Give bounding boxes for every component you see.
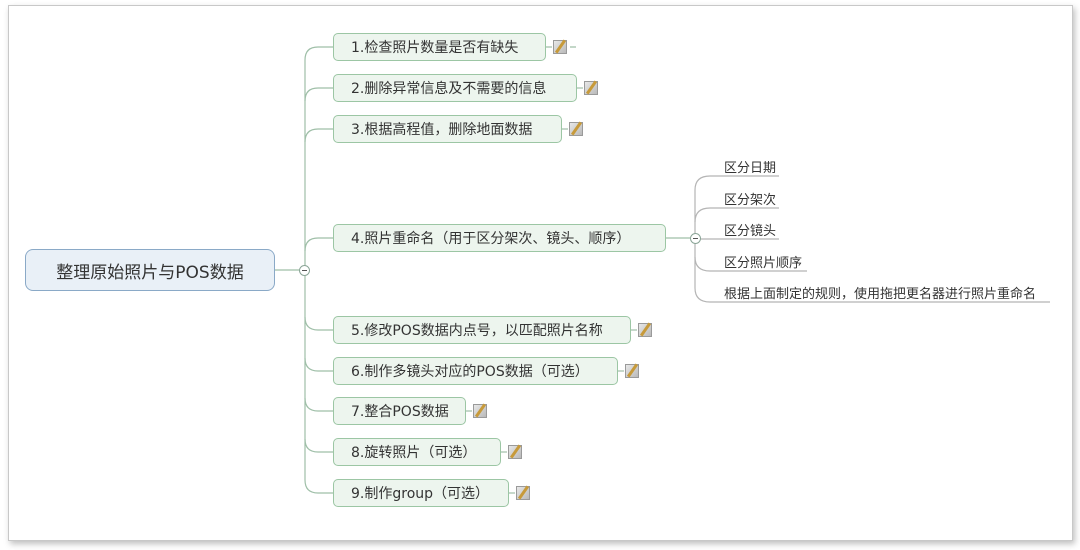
branch-label: 9.制作group（可选） <box>351 486 490 502</box>
branch-topic-1[interactable]: 1.检查照片数量是否有缺失 <box>333 33 546 61</box>
collapse-toggle-icon[interactable] <box>299 265 310 276</box>
note-icon[interactable] <box>625 364 639 378</box>
sub-topic-3[interactable]: 区分镜头 <box>724 224 777 239</box>
note-icon[interactable] <box>508 445 522 459</box>
branch-label: 4.照片重命名（用于区分架次、镜头、顺序） <box>351 231 631 247</box>
branch-label: 8.旋转照片（可选） <box>351 445 477 461</box>
branch-topic-2[interactable]: 2.删除异常信息及不需要的信息 <box>333 74 577 102</box>
sub-topic-5[interactable]: 根据上面制定的规则，使用拖把更名器进行照片重命名 <box>724 287 1037 302</box>
branch-topic-5[interactable]: 5.修改POS数据内点号，以匹配照片名称 <box>333 316 631 344</box>
branch-label: 2.删除异常信息及不需要的信息 <box>351 81 547 97</box>
note-icon[interactable] <box>516 486 530 500</box>
collapse-toggle-icon[interactable] <box>690 233 701 244</box>
branch-label: 1.检查照片数量是否有缺失 <box>351 40 519 56</box>
note-icon[interactable] <box>473 404 487 418</box>
branch-topic-9[interactable]: 9.制作group（可选） <box>333 479 509 507</box>
root-topic-label: 整理原始照片与POS数据 <box>56 262 244 283</box>
sub-topic-2[interactable]: 区分架次 <box>724 193 777 208</box>
note-icon[interactable] <box>569 122 583 136</box>
note-icon[interactable] <box>638 323 652 337</box>
branch-topic-7[interactable]: 7.整合POS数据 <box>333 397 466 425</box>
sub-topic-4[interactable]: 区分照片顺序 <box>724 256 803 271</box>
note-icon[interactable] <box>553 40 567 54</box>
branch-topic-3[interactable]: 3.根据高程值，删除地面数据 <box>333 115 562 143</box>
note-icon[interactable] <box>584 81 598 95</box>
branch-label: 7.整合POS数据 <box>351 404 449 420</box>
root-topic[interactable]: 整理原始照片与POS数据 <box>25 249 275 291</box>
branch-label: 5.修改POS数据内点号，以匹配照片名称 <box>351 323 603 339</box>
branch-topic-6[interactable]: 6.制作多镜头对应的POS数据（可选） <box>333 357 618 385</box>
branch-topic-8[interactable]: 8.旋转照片（可选） <box>333 438 501 466</box>
sub-topic-1[interactable]: 区分日期 <box>724 161 777 176</box>
branch-topic-4[interactable]: 4.照片重命名（用于区分架次、镜头、顺序） <box>333 224 666 252</box>
branch-label: 6.制作多镜头对应的POS数据（可选） <box>351 364 589 380</box>
branch-label: 3.根据高程值，删除地面数据 <box>351 122 533 138</box>
